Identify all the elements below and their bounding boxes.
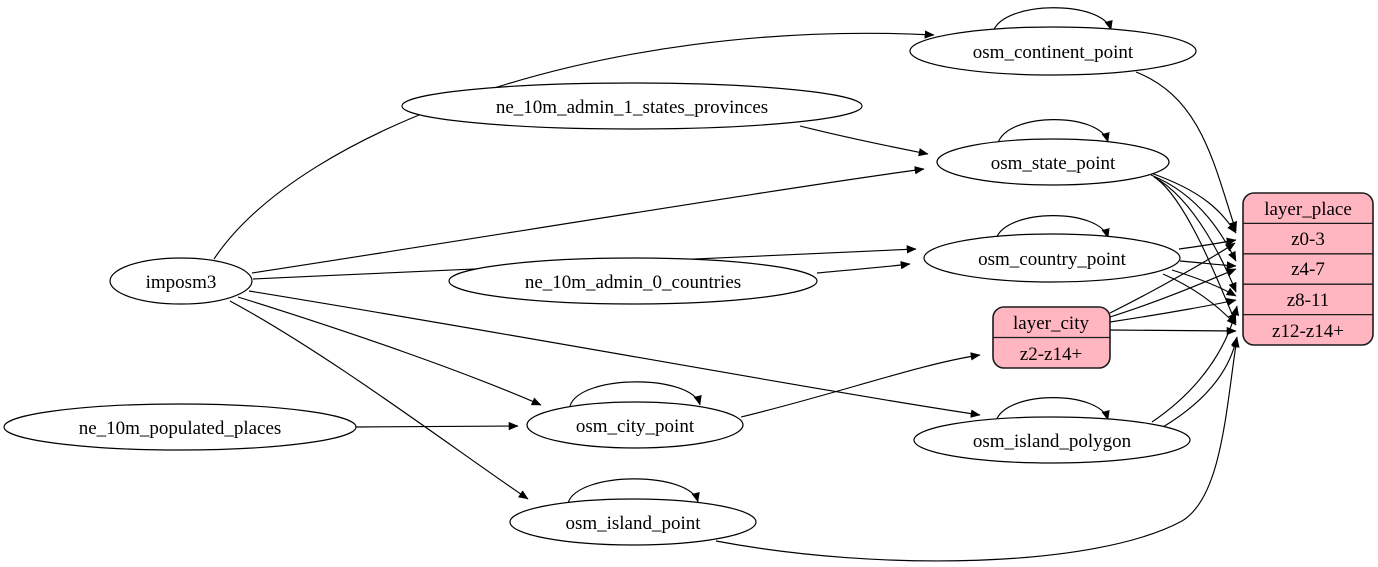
- layer_place-row-z8-11: z8-11: [1287, 290, 1330, 311]
- node-osm_country_point: osm_country_point: [923, 233, 1181, 283]
- edge-osm_island_polygon-to-layer_place-z8-11: [1151, 305, 1240, 423]
- osm_city_point-label: osm_city_point: [576, 416, 695, 437]
- ne_10m_admin_0_countries-label: ne_10m_admin_0_countries: [525, 272, 741, 293]
- node-osm_continent_point: osm_continent_point: [909, 26, 1197, 76]
- edge-ne_10m_admin_1_states_provinces-to-osm_state_point: [799, 125, 929, 157]
- ne_10m_populated_places-ellipse: [3, 403, 357, 451]
- edge-osm_country_point-to-layer_place-z0-3: [1178, 237, 1237, 250]
- selfloop-osm_city_point: [569, 381, 702, 407]
- edge-layer_city-to-layer_place-z4-7: [1109, 268, 1237, 318]
- edge-osm_state_point-to-layer_place-z4-7: [1150, 174, 1237, 262]
- osm_continent_point-label: osm_continent_point: [973, 42, 1134, 63]
- layer_place-row-z4-7: z4-7: [1291, 259, 1325, 280]
- edge-imposm3-to-osm_island_polygon: [248, 290, 981, 418]
- imposm3-ellipse: [109, 257, 253, 305]
- node-osm_state_point: osm_state_point: [936, 138, 1170, 186]
- osm_country_point-label: osm_country_point: [978, 249, 1126, 270]
- edge-osm_state_point-to-layer_place-z8-11: [1153, 176, 1237, 293]
- ne_10m_populated_places-label: ne_10m_populated_places: [79, 418, 282, 439]
- node-osm_city_point: osm_city_point: [526, 401, 744, 449]
- ne_10m_admin_1_states_provinces-ellipse: [401, 82, 863, 130]
- edge-osm_state_point-to-layer_place-z12-z14: [1156, 178, 1237, 324]
- edge-layer_city-to-layer_place-z0-3: [1109, 242, 1236, 314]
- node-ne_10m_populated_places: ne_10m_populated_places: [3, 403, 357, 451]
- selfloop-osm_country_point: [995, 215, 1110, 240]
- edge-imposm3-to-osm_island_point: [229, 300, 529, 500]
- edge-osm_island_point-to-layer_place-z12-z14: [715, 337, 1240, 562]
- edge-osm_city_point-to-layer_city-z2-z14: [740, 352, 981, 418]
- osm_city_point-ellipse: [526, 401, 744, 449]
- osm_island_point-ellipse: [509, 498, 757, 546]
- ne_10m_admin_1_states_provinces-label: ne_10m_admin_1_states_provinces: [496, 97, 768, 118]
- edge-osm_country_point-to-layer_place-z4-7: [1179, 260, 1237, 270]
- osm_continent_point-ellipse: [909, 26, 1197, 76]
- node-layer_city: layer_city z2-z14+: [992, 306, 1111, 369]
- layer_place-title: layer_place: [1264, 199, 1352, 220]
- edge-imposm3-to-osm_continent_point: [213, 30, 935, 260]
- edge-ne_10m_admin_0_countries-to-osm_country_point: [816, 261, 911, 274]
- edge-osm_state_point-to-layer_place-z0-3: [1147, 171, 1237, 234]
- selfloop-osm_island_point: [567, 478, 700, 504]
- imposm3-label: imposm3: [146, 272, 217, 293]
- node-ne_10m_admin_0_countries: ne_10m_admin_0_countries: [448, 257, 818, 305]
- edge-layer_city-to-layer_place-z8-11: [1109, 297, 1237, 323]
- layer_place-row-z12-z14: z12-z14+: [1272, 321, 1344, 342]
- edge-osm_country_point-to-layer_place-z8-11: [1171, 269, 1237, 297]
- ne_10m_admin_0_countries-ellipse: [448, 257, 818, 305]
- node-ne_10m_admin_1_states_provinces: ne_10m_admin_1_states_provinces: [401, 82, 863, 130]
- selfloop-osm_continent_point: [992, 7, 1113, 33]
- edge-ne_10m_populated_places-to-osm_city_point: [355, 421, 519, 431]
- layer_place-record-box: [1242, 192, 1374, 346]
- node-imposm3: imposm3: [109, 257, 253, 305]
- layer_city-row-z2-z14: z2-z14+: [1020, 344, 1082, 365]
- osm_country_point-ellipse: [923, 233, 1181, 283]
- layer_city-title: layer_city: [1013, 313, 1089, 334]
- osm_island_point-label: osm_island_point: [565, 513, 701, 534]
- osm_island_polygon-ellipse: [913, 416, 1191, 464]
- osm_state_point-ellipse: [936, 138, 1170, 186]
- layer_place-row-z0-3: z0-3: [1291, 229, 1325, 250]
- node-layer: imposm3 ne_10m_admin_1_states_provinces …: [3, 26, 1374, 546]
- edge-imposm3-to-osm_state_point: [251, 166, 925, 274]
- osm_island_polygon-label: osm_island_polygon: [973, 431, 1132, 452]
- selfloop-osm_state_point: [997, 119, 1110, 144]
- osm_state_point-label: osm_state_point: [991, 153, 1116, 174]
- edge-layer_city-to-layer_place-z12-z14: [1109, 326, 1237, 336]
- selfloop-osm_island_polygon: [995, 397, 1110, 422]
- edge-osm_continent_point-to-layer_place-z0-3: [1135, 71, 1238, 232]
- node-osm_island_polygon: osm_island_polygon: [913, 416, 1191, 464]
- edge-osm_country_point-to-layer_place-z12-z14: [1162, 273, 1237, 326]
- edge-imposm3-to-osm_city_point: [237, 296, 542, 406]
- node-layer_place: layer_place z0-3 z4-7 z8-11 z12-z14+: [1242, 192, 1374, 346]
- edge-layer: [213, 7, 1240, 562]
- node-osm_island_point: osm_island_point: [509, 498, 757, 546]
